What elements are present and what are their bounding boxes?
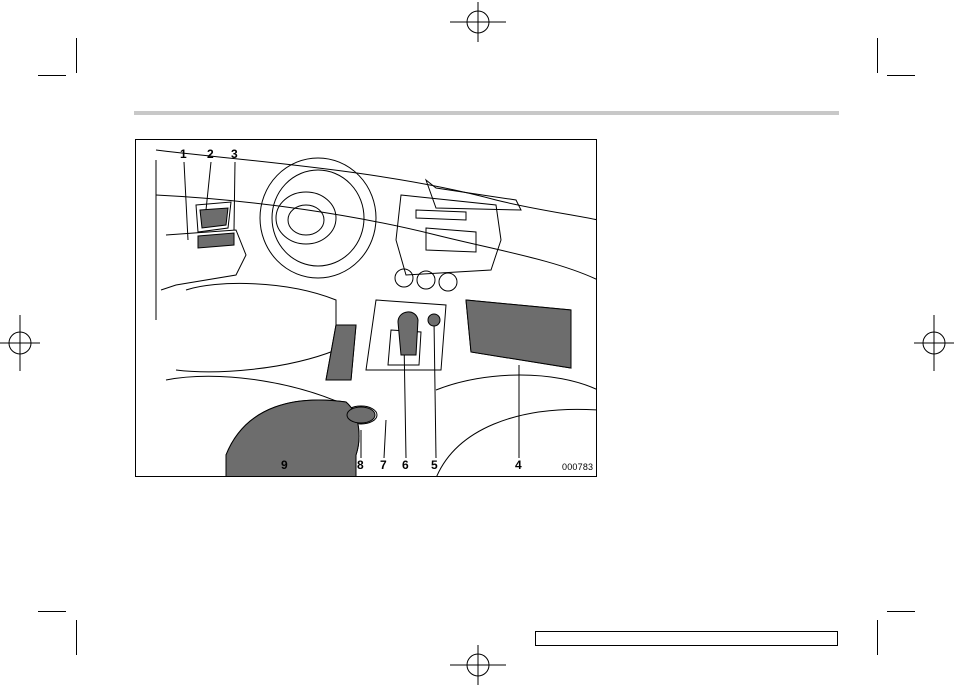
interior-figure: 1 2 3 4 5 6 7 8 9 000783 <box>135 139 597 477</box>
crop-mark <box>887 75 915 76</box>
registration-mark-bottom <box>450 645 506 685</box>
callout-3: 3 <box>231 148 238 160</box>
figure-id: 000783 <box>562 462 593 472</box>
interior-illustration <box>136 140 597 477</box>
registration-mark-left <box>0 315 40 371</box>
registration-mark-top <box>450 2 506 42</box>
callout-8: 8 <box>357 459 364 471</box>
callout-9: 9 <box>281 459 288 471</box>
crop-mark <box>38 611 66 612</box>
registration-mark-right <box>914 315 954 371</box>
header-rule <box>134 111 839 115</box>
crop-mark <box>877 38 878 73</box>
crop-mark <box>76 620 77 655</box>
crop-mark <box>38 75 66 76</box>
crop-mark <box>76 38 77 73</box>
callout-7: 7 <box>380 459 387 471</box>
crop-mark <box>887 611 915 612</box>
callout-4: 4 <box>515 459 522 471</box>
callout-1: 1 <box>180 148 187 160</box>
callout-6: 6 <box>402 459 409 471</box>
callout-5: 5 <box>431 459 438 471</box>
crop-mark <box>877 620 878 655</box>
callout-2: 2 <box>207 148 214 160</box>
footer-box <box>535 631 838 646</box>
